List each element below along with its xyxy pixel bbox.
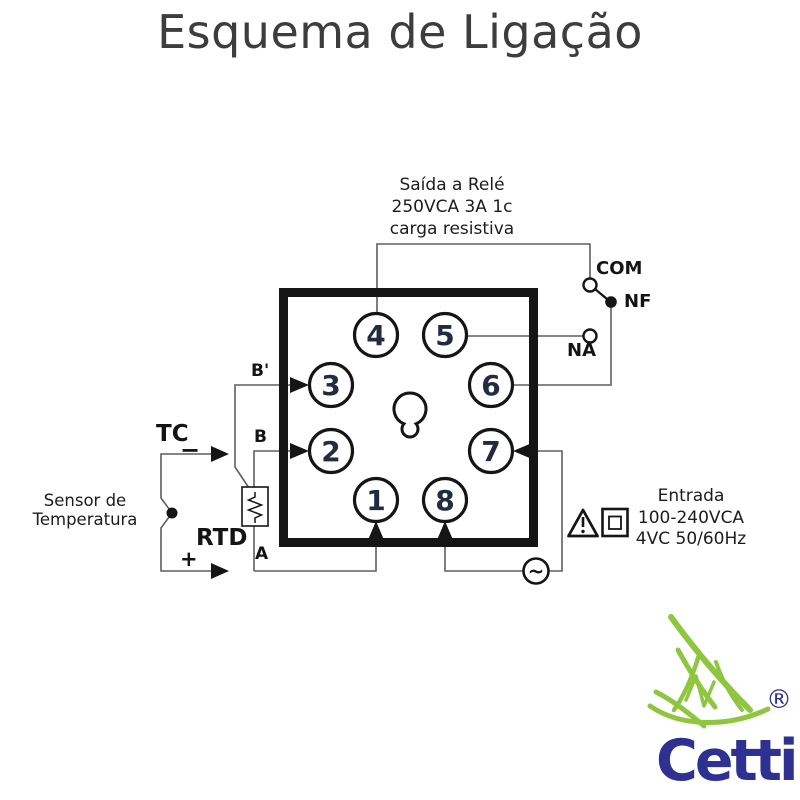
relay-output-line3: carga resistiva [389,219,515,239]
wire-pin4-to-com [376,243,591,313]
tc-label: TC [156,421,189,447]
arrow-tc-plus [211,563,229,579]
warning-triangle-icon [567,508,599,538]
pin-6-circle [467,361,515,409]
pin-7-number: 7 [481,435,500,468]
relay-lever [594,288,608,300]
brand-scribble [647,614,771,729]
page-title: Esquema de Ligação [157,5,643,59]
registered-trademark-icon: ® [766,685,792,715]
power-input-line1: Entrada [657,486,725,506]
sensor-caption-line2: Temperatura [32,510,138,529]
arrow-into-pin3 [290,377,309,393]
relay-nf-label: NF [624,291,652,312]
wire-pin8-to-ac-source [444,524,524,572]
arrow-into-pin2 [290,443,309,459]
pin-8-number: 8 [435,484,454,517]
terminal-b-prime-label: B' [251,361,270,381]
scribble-stroke [647,703,771,725]
power-input-caption: Entrada 100-240VCA 4VC 50/60Hz [630,486,752,551]
relay-output-line2: 250VCA 3A 1c [391,197,513,217]
arrow-into-pin7 [513,443,532,459]
ac-source-symbol: ~ [528,559,545,583]
pin-5-number: 5 [435,319,454,352]
scribble-stroke [668,614,753,713]
pin-4-circle [352,311,400,359]
tc-plus-sign: + [180,547,198,571]
terminal-b-label: B [254,427,267,447]
pin-5-circle [421,311,469,359]
socket-keyhole-icon [392,391,428,439]
arrow-into-pin8 [437,521,453,540]
wire-rtd-leg-b [253,450,295,488]
arrow-into-pin1 [368,521,384,540]
ac-source-icon [522,557,550,585]
pin-2-circle [307,427,355,475]
relay-na-contact [582,328,598,344]
pin-4-number: 4 [366,319,385,352]
wire-pin6-to-nf [512,307,612,386]
pin-6-number: 6 [481,369,500,402]
brand-logo-text: Cetti [656,728,799,794]
pin-1-circle [352,476,400,524]
terminal-a-label: A [255,544,269,564]
power-input-line3: 4VC 50/60Hz [635,529,747,549]
wire-rtd-leg-b-prime [234,384,295,489]
pin-8-circle [421,476,469,524]
resistor-zigzag [246,492,264,523]
rtd-label: RTD [196,525,248,551]
relay-output-caption: Saída a Relé 250VCA 3A 1c carga resistiv… [352,174,552,240]
arrow-tc-minus [211,446,229,462]
tc-minus-sign: − [180,436,201,464]
scribble-stroke [684,674,716,708]
pin-2-number: 2 [321,435,340,468]
socket-outline [279,288,538,547]
pin-1-number: 1 [366,484,385,517]
class-ii-insulation-icon [601,507,629,538]
relay-com-contact [582,277,598,293]
relay-com-label: COM [596,258,643,279]
scribble-stroke [714,660,744,712]
wire-pin7-to-ac-source [516,450,563,572]
sensor-caption-line1: Sensor de [43,491,127,510]
warning-exclamation-dot [581,529,585,534]
pin-3-number: 3 [321,369,340,402]
wire-pin1-to-terminal-a [254,524,377,572]
sensor-junction-dot [166,507,178,519]
power-input-line2: 100-240VCA [637,507,745,528]
relay-output-line1: Saída a Relé [399,175,505,195]
pin-3-circle [307,361,355,409]
relay-nf-contact [605,296,617,308]
sensor-caption: Sensor de Temperatura [10,491,160,529]
class-ii-inner-square [608,515,622,530]
relay-na-label: NA [567,340,596,361]
pin-7-circle [467,427,515,475]
